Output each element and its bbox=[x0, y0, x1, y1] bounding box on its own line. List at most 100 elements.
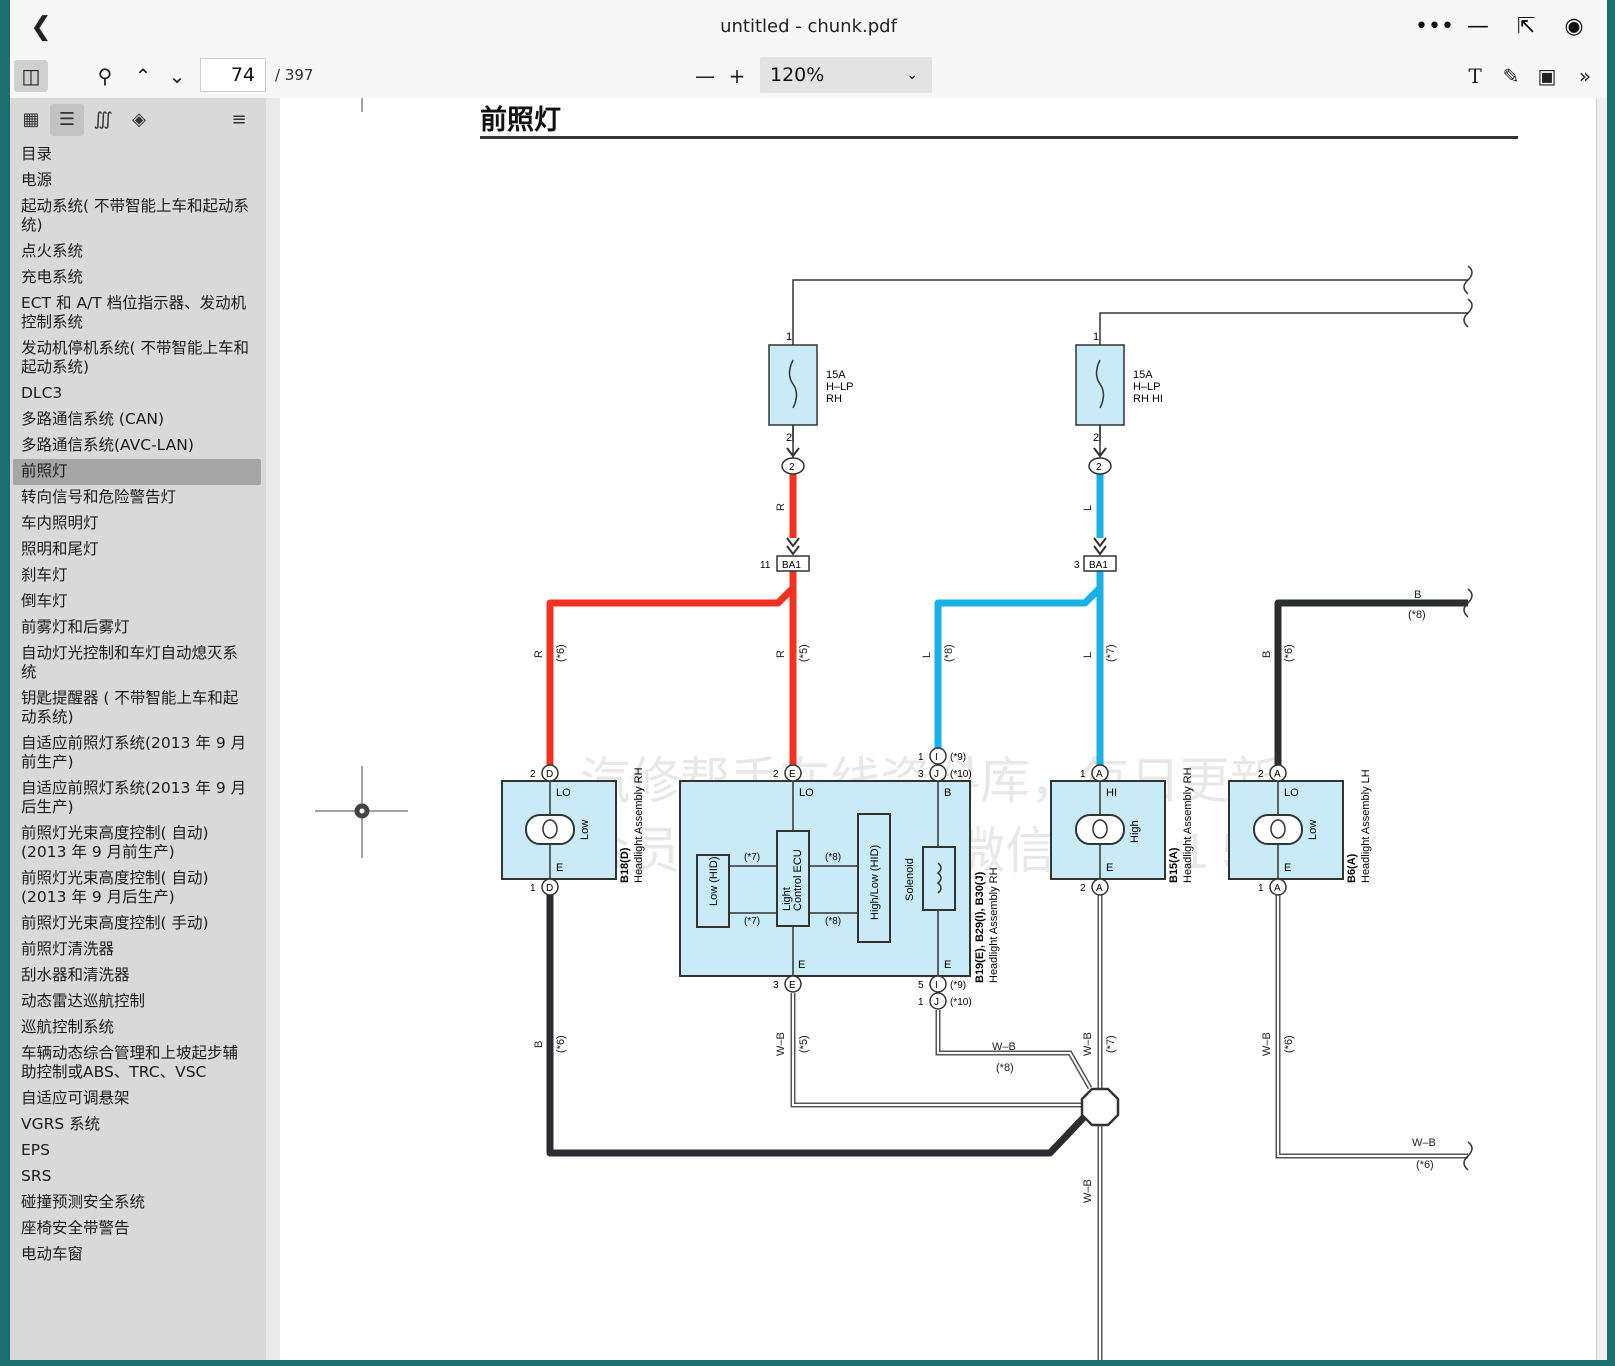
ba1-left-label: BA1 bbox=[782, 560, 801, 571]
outline-item[interactable]: ECT 和 A/T 档位指示器、发动机控制系统 bbox=[21, 294, 247, 331]
outline-item[interactable]: SRS bbox=[21, 1167, 52, 1185]
fuse1-pin-top: 1 bbox=[786, 331, 792, 343]
b18-desc: Headlight Assembly RH bbox=[633, 767, 645, 883]
document-page: 前照灯 汽修帮手在线资料库，每日更新 会员仅1 8 8 元，微信q b 6 1 … bbox=[280, 98, 1607, 1360]
top-bus-lines bbox=[792, 265, 1473, 442]
outline-item[interactable]: 目录 bbox=[21, 145, 53, 163]
pdf-viewer-window: ❮ untitled - chunk.pdf ••• — ⇱ ◉ ◫ ⚲ ⌃ ⌄… bbox=[10, 0, 1607, 1360]
outline-icon[interactable]: ☰ bbox=[50, 104, 84, 136]
fuse1-pin-bottom: 2 bbox=[786, 432, 792, 444]
more-icon[interactable]: ••• bbox=[1415, 14, 1454, 39]
outline-item[interactable]: 倒车灯 bbox=[21, 592, 68, 610]
outline-item[interactable]: 钥匙提醒器 ( 不带智能上车和起动系统) bbox=[21, 689, 239, 726]
outline-options-icon[interactable]: ≡ bbox=[231, 109, 247, 130]
b19-c-j-top: J bbox=[934, 769, 939, 780]
fuse1-side: RH bbox=[826, 393, 842, 405]
pin-connectors: D 2 D 1 E 2 I 1 (*9) J 3 (*10) E 3 bbox=[530, 747, 1287, 1010]
restore-icon[interactable]: ⇱ bbox=[1516, 14, 1536, 39]
outline-item[interactable]: 碰撞预测安全系统 bbox=[21, 1193, 146, 1211]
layers-icon[interactable]: ◈ bbox=[132, 109, 146, 130]
b18-pin-bot-c: D bbox=[546, 883, 553, 894]
b19-ecu-2: Control ECU bbox=[792, 849, 804, 911]
outline-item[interactable]: 自适应前照灯系统(2013 年 9 月前生产) bbox=[21, 734, 247, 771]
wire-label-b2: B bbox=[1414, 589, 1421, 601]
outline-item[interactable]: 转向信号和危险警告灯 bbox=[21, 488, 177, 506]
outline-item[interactable]: 自适应可调悬架 bbox=[21, 1089, 130, 1107]
outline-item[interactable]: 刮水器和清洗器 bbox=[21, 966, 130, 984]
outline-item[interactable]: 动态雷达巡航控制 bbox=[21, 992, 146, 1010]
note-6d: (*6) bbox=[1283, 1035, 1295, 1053]
outline-item[interactable]: 前照灯光束高度控制( 自动)(2013 年 9 月后生产) bbox=[21, 869, 209, 906]
component-b19: (*7) (*7) (*8) (*8) LO B E E Low (HID) L… bbox=[679, 780, 1000, 983]
note-6e: (*6) bbox=[1416, 1159, 1434, 1171]
black-wires bbox=[546, 599, 1468, 1157]
b6-low: Low bbox=[1307, 820, 1319, 840]
outline-item[interactable]: 前照灯清洗器 bbox=[21, 940, 115, 958]
b19-e1: E bbox=[798, 959, 805, 971]
outline-item[interactable]: VGRS 系统 bbox=[21, 1115, 101, 1133]
outline-item[interactable]: 巡航控制系统 bbox=[21, 1018, 115, 1036]
vertical-scrollbar[interactable] bbox=[1596, 98, 1607, 1360]
wire-label-wb5: W–B bbox=[1412, 1137, 1436, 1149]
fuse2-side: RH HI bbox=[1133, 393, 1163, 405]
zoom-in-icon[interactable]: + bbox=[728, 64, 746, 88]
search-icon[interactable]: ⚲ bbox=[97, 64, 113, 88]
zoom-value: 120% bbox=[770, 64, 825, 86]
ground-junction bbox=[1080, 1087, 1120, 1127]
outline-item[interactable]: 自动灯光控制和车灯自动熄灭系统 bbox=[21, 644, 239, 681]
outline-item[interactable]: 前照灯光束高度控制( 手动) bbox=[21, 914, 209, 932]
outline-item[interactable]: DLC3 bbox=[21, 384, 63, 402]
outline-item[interactable]: 充电系统 bbox=[21, 268, 84, 286]
outline-item[interactable]: 发动机停机系统( 不带智能上车和起动系统) bbox=[21, 339, 249, 376]
fuse2-rating: 15A bbox=[1133, 369, 1153, 381]
attachment-icon[interactable]: ∭ bbox=[93, 109, 113, 130]
outline-item[interactable]: 自适应前照灯系统(2013 年 9 月后生产) bbox=[21, 779, 247, 816]
page-heading: 前照灯 bbox=[480, 105, 561, 136]
b19-note-8b: (*8) bbox=[825, 916, 841, 927]
component-b15: HI E High B15(A) Headlight Assembly RH bbox=[1050, 767, 1194, 883]
expand-icon[interactable]: » bbox=[1578, 64, 1592, 88]
wire-label-r2: R bbox=[533, 650, 545, 658]
sidebar-toggle-icon[interactable]: ◫ bbox=[14, 60, 48, 92]
minimize-icon[interactable]: — bbox=[1467, 14, 1489, 39]
fuse-connectors: 2 2 bbox=[781, 457, 1112, 475]
thumbnails-icon[interactable]: ▦ bbox=[22, 109, 40, 130]
outline-item[interactable]: 照明和尾灯 bbox=[21, 540, 99, 558]
outline-item[interactable]: 多路通信系统 (CAN) bbox=[21, 410, 165, 428]
text-tool-icon[interactable]: T bbox=[1468, 64, 1482, 88]
b18-low: Low bbox=[579, 820, 591, 840]
outline-item[interactable]: 车内照明灯 bbox=[21, 514, 99, 532]
note-7a: (*7) bbox=[1105, 644, 1117, 662]
note-6a: (*6) bbox=[555, 644, 567, 662]
outline-item[interactable]: 座椅安全带警告 bbox=[21, 1219, 130, 1237]
zoom-select[interactable]: 120%⌄ bbox=[760, 57, 932, 93]
page-number-input[interactable]: 74 bbox=[200, 58, 266, 92]
outline-item[interactable]: 前照灯光束高度控制( 自动)(2013 年 9 月前生产) bbox=[21, 824, 209, 861]
outline-item[interactable]: 刹车灯 bbox=[21, 566, 68, 584]
b19-e2: E bbox=[944, 959, 951, 971]
b6-pin-top-c: A bbox=[1274, 769, 1281, 780]
record-icon[interactable]: ◉ bbox=[1564, 14, 1584, 39]
outline-item[interactable]: 电源 bbox=[21, 171, 53, 189]
zoom-out-icon[interactable]: — bbox=[695, 64, 715, 88]
outline-item[interactable]: EPS bbox=[21, 1141, 50, 1159]
outline-item[interactable]: 点火系统 bbox=[21, 242, 84, 260]
outline-item[interactable]: 车辆动态综合管理和上坡起步辅助控制或ABS、TRC、VSC bbox=[21, 1044, 239, 1081]
prev-page-icon[interactable]: ⌃ bbox=[134, 64, 152, 88]
back-icon[interactable]: ❮ bbox=[30, 12, 52, 42]
outline-item[interactable]: 起动系统( 不带智能上车和起动系统) bbox=[21, 197, 249, 234]
outline-item[interactable]: 电动车窗 bbox=[21, 1245, 84, 1263]
note-8c: (*8) bbox=[996, 1062, 1014, 1074]
b18-pin-top: 2 bbox=[530, 769, 536, 780]
outline-item[interactable]: 前雾灯和后雾灯 bbox=[21, 618, 130, 636]
next-page-icon[interactable]: ⌄ bbox=[168, 64, 186, 88]
outline-item[interactable]: 前照灯 bbox=[13, 459, 261, 485]
outline-item[interactable]: 多路通信系统(AVC-LAN) bbox=[21, 436, 194, 454]
sidebar-splitter[interactable] bbox=[266, 98, 280, 1360]
image-icon[interactable]: ▣ bbox=[1537, 64, 1557, 88]
pen-icon[interactable]: ✎ bbox=[1502, 64, 1520, 88]
b19-high-low: High/Low (HID) bbox=[869, 845, 881, 920]
wiring-diagram: 汽修帮手在线资料库，每日更新 会员仅1 8 8 元，微信q b 6 1 5 8 … bbox=[315, 98, 1473, 1360]
b19-solenoid: Solenoid bbox=[904, 858, 916, 901]
wire-label-l3: L bbox=[1082, 652, 1094, 658]
